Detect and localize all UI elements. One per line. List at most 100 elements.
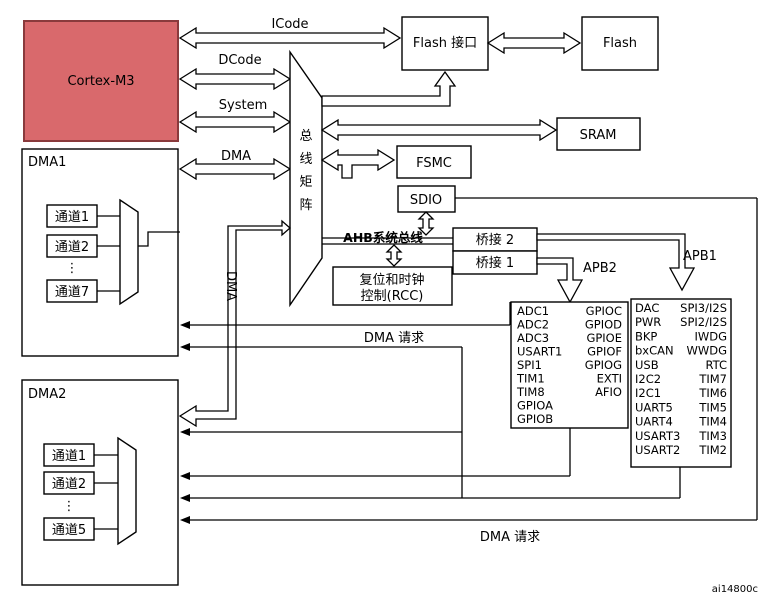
apb2-arrow bbox=[536, 257, 584, 304]
matrix-to-flash-arrow bbox=[321, 70, 457, 107]
dma2-channel-5-label: 通道5 bbox=[52, 523, 86, 538]
apb1-label: APB1 bbox=[683, 249, 717, 264]
peripheral-item: USART1 bbox=[517, 345, 562, 359]
peripheral-item: PWR bbox=[635, 315, 661, 329]
peripheral-item: ADC3 bbox=[517, 331, 549, 345]
fsmc-label: FSMC bbox=[416, 156, 452, 171]
dma2-title: DMA2 bbox=[28, 387, 66, 402]
sdio-label: SDIO bbox=[410, 193, 442, 208]
peripheral-item: RTC bbox=[705, 358, 727, 372]
peripheral-item: TIM8 bbox=[516, 385, 545, 399]
dma-vertical-bus bbox=[178, 219, 291, 428]
peripheral-item: UART5 bbox=[635, 400, 673, 414]
flash-link-arrow bbox=[486, 31, 582, 55]
icode-label: ICode bbox=[271, 17, 308, 32]
bridge1-label: 桥接 1 bbox=[476, 255, 514, 271]
dma-request-label-2: DMA 请求 bbox=[480, 530, 540, 545]
bus-matrix bbox=[289, 49, 323, 308]
dma1-title: DMA1 bbox=[28, 155, 66, 170]
peripheral-item: GPIOE bbox=[586, 331, 622, 345]
rcc-arrow bbox=[385, 244, 403, 267]
peripheral-item: I2C1 bbox=[635, 386, 661, 400]
bus-matrix-char-3: 矩 bbox=[299, 175, 312, 190]
bus-matrix-char-1: 总 bbox=[299, 129, 312, 144]
dma2-channel-1-label: 通道1 bbox=[52, 449, 86, 464]
peripheral-item: EXTI bbox=[597, 372, 622, 386]
peripheral-item: SPI3/I2S bbox=[680, 301, 727, 315]
fsmc-box bbox=[396, 145, 472, 179]
peripheral-item: TIM2 bbox=[698, 443, 727, 457]
apb1-peripheral-box bbox=[630, 298, 732, 468]
peripheral-item: TIM6 bbox=[698, 386, 727, 400]
apb2-label: APB2 bbox=[583, 261, 617, 276]
peripheral-item: GPIOF bbox=[587, 345, 622, 359]
dcode-bus-arrow bbox=[178, 67, 292, 91]
flash-box bbox=[581, 16, 659, 71]
apb1-right-list: SPI3/I2SSPI2/I2SIWDGWWDGRTCTIM7TIM6TIM5T… bbox=[680, 301, 727, 457]
dma1-arbiter bbox=[119, 198, 139, 306]
peripheral-item: BKP bbox=[635, 329, 657, 343]
peripheral-item: GPIOG bbox=[585, 358, 622, 372]
dma2-arbiter bbox=[117, 436, 137, 546]
peripheral-item: TIM1 bbox=[516, 372, 545, 386]
apb2-peripheral-box bbox=[510, 301, 629, 429]
dma1-channel-2-label: 通道2 bbox=[55, 240, 89, 255]
dma1-channel-7-label: 通道7 bbox=[55, 285, 89, 300]
peripheral-item: WWDG bbox=[686, 344, 727, 358]
peripheral-item: bxCAN bbox=[635, 344, 674, 358]
dma-request-label-1: DMA 请求 bbox=[364, 331, 424, 346]
peripheral-item: DAC bbox=[635, 301, 659, 315]
sram-arrow bbox=[320, 118, 558, 142]
cortex-m3-label: Cortex-M3 bbox=[67, 74, 134, 89]
sdio-ahb-arrow bbox=[417, 211, 435, 236]
peripheral-item: TIM4 bbox=[698, 415, 727, 429]
dma-vertical-label: DMA bbox=[223, 271, 238, 301]
flash-interface-label: Flash 接口 bbox=[413, 35, 477, 51]
peripheral-item: TIM5 bbox=[698, 400, 727, 414]
bus-matrix-char-2: 线 bbox=[299, 152, 312, 167]
peripheral-item: SPI1 bbox=[517, 358, 542, 372]
ahb-bus-label: AHB系统总线 bbox=[343, 230, 423, 245]
peripheral-item: GPIOB bbox=[517, 412, 553, 426]
peripheral-item: SPI2/I2S bbox=[680, 315, 727, 329]
bridge2-label: 桥接 2 bbox=[476, 232, 514, 248]
dma1-dots: ⋮ bbox=[66, 261, 79, 276]
peripheral-item: IWDG bbox=[694, 329, 727, 343]
dma-bus-label: DMA bbox=[221, 149, 251, 164]
peripheral-item: TIM3 bbox=[698, 429, 727, 443]
peripheral-item: ADC2 bbox=[517, 318, 549, 332]
apb1-left-list: DACPWRBKPbxCANUSBI2C2I2C1UART5UART4USART… bbox=[635, 301, 680, 457]
dma1-channel-1-label: 通道1 bbox=[55, 210, 89, 225]
system-label: System bbox=[219, 98, 267, 113]
rcc-label-line2: 控制(RCC) bbox=[361, 289, 424, 304]
peripheral-item: I2C2 bbox=[635, 372, 661, 386]
peripheral-item: USART3 bbox=[635, 429, 680, 443]
peripheral-item: AFIO bbox=[595, 385, 622, 399]
peripheral-item: UART4 bbox=[635, 415, 673, 429]
peripheral-item: GPIOC bbox=[586, 304, 622, 318]
cortex-m3-block bbox=[23, 20, 179, 142]
rcc-box bbox=[332, 266, 453, 306]
sdio-box bbox=[397, 185, 456, 213]
peripheral-item: ADC1 bbox=[517, 304, 549, 318]
flash-label: Flash bbox=[603, 36, 637, 51]
peripheral-item: GPIOA bbox=[517, 399, 553, 413]
peripheral-item: TIM7 bbox=[698, 372, 727, 386]
figure-id: ai14800c bbox=[712, 584, 758, 595]
peripheral-item: GPIOD bbox=[585, 318, 622, 332]
icode-bus-arrow bbox=[178, 26, 402, 50]
rcc-label-line1: 复位和时钟 bbox=[359, 272, 424, 288]
dma2-dots: ⋮ bbox=[63, 499, 76, 514]
sram-label: SRAM bbox=[580, 128, 617, 143]
fsmc-arrow bbox=[320, 148, 396, 179]
peripheral-item: USB bbox=[635, 358, 659, 372]
dma1-box bbox=[21, 148, 179, 357]
flash-interface-box bbox=[401, 16, 489, 71]
dma2-channel-2-label: 通道2 bbox=[52, 477, 86, 492]
sram-box bbox=[556, 117, 641, 151]
apb1-arrow bbox=[536, 233, 696, 292]
peripheral-item: USART2 bbox=[635, 443, 680, 457]
